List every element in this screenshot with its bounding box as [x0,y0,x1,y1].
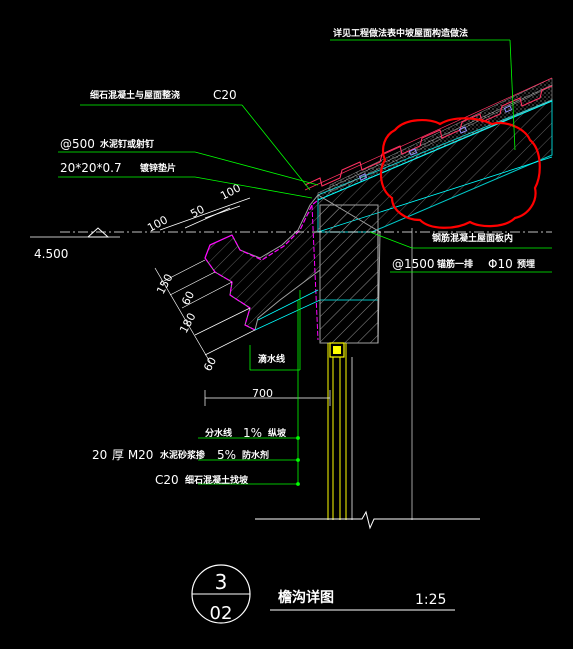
note-mortar-grade: 厚 M20 [112,448,153,462]
dim-100-top: 100 [218,181,243,202]
note-pad-size: 20*20*0.7 [60,161,122,175]
dim-700: 700 [252,387,273,400]
dimension-lines [154,197,331,406]
note-anchor: 锚筋一排 [437,258,473,270]
note-mortar: 水泥砂浆掺 [160,449,205,461]
note-slope-word: 纵坡 [268,427,287,439]
roof-tiles [304,77,553,191]
note-embed: 预埋 [517,258,535,270]
dim-180: 180 [177,311,198,336]
break-line [255,510,480,530]
note-nail: 水泥钉或射钉 [100,138,154,150]
dim-100-left: 100 [145,213,170,234]
note-waterproof-pct: 5% [217,448,236,462]
detail-title: 檐沟详图 [278,589,334,606]
note-waterproof: 防水剂 [242,449,269,461]
note-fine-concrete-slope: 细石混凝土找坡 [185,474,249,486]
note-c20-bottom: C20 [155,473,179,487]
leader-lines [58,39,552,486]
dim-60-b: 60 [201,355,219,373]
note-slope-line: 分水线 [205,427,232,439]
sheet-number: 02 [210,603,233,624]
wall-lines [327,228,413,520]
tile-clips [358,105,513,181]
note-fine-concrete: 细石混凝土与屋面整浇 [90,89,180,101]
revision-cloud [379,117,541,229]
gutter-section [204,194,381,358]
note-anchor-spacing: @1500 [392,257,435,271]
detail-bubble [191,564,251,624]
detail-scale: 1:25 [415,592,446,608]
note-slope-pct: 1% [243,426,262,440]
dim-50: 50 [188,203,206,221]
note-nail-spacing: @500 [60,137,95,151]
note-drip: 滴水线 [258,353,285,365]
note-top-right: 详见工程做法表中坡屋面构造做法 [333,27,468,39]
note-rc-roof-panel: 钢筋混凝土屋面板内 [432,232,513,244]
note-c20-top: C20 [213,88,237,102]
level-text: 4.500 [34,247,68,261]
level-datum [30,227,552,238]
note-mortar-thk: 20 [92,448,107,462]
note-pad: 镀锌垫片 [140,162,176,174]
dim-60-a: 60 [179,289,197,307]
dim-150: 150 [154,272,175,297]
detail-number: 3 [215,570,228,594]
note-rebar: Φ10 [488,257,513,271]
